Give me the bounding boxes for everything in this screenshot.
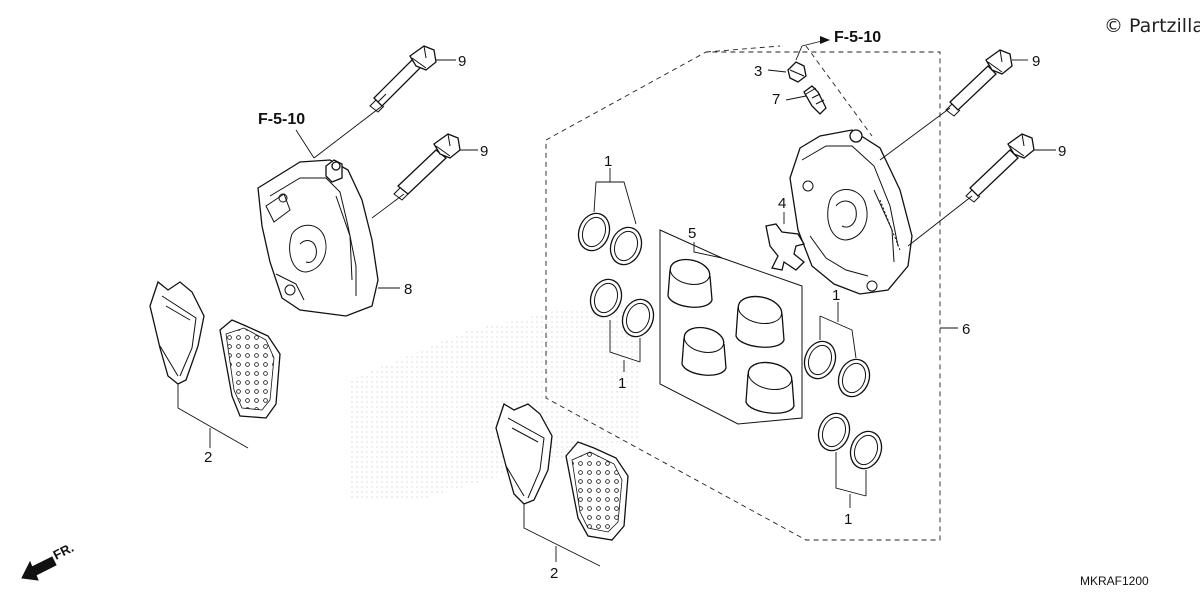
right-caliper-bolt-lower[interactable] — [965, 133, 1035, 203]
right-caliper-bolt-upper[interactable] — [945, 49, 1013, 117]
callout-4[interactable]: 4 — [778, 195, 786, 212]
piston-seals-lower-left[interactable] — [585, 275, 658, 341]
piston-1 — [667, 258, 713, 308]
left-caliper-body[interactable] — [257, 159, 379, 317]
callout-2-left[interactable]: 2 — [204, 449, 212, 466]
callout-7[interactable]: 7 — [772, 91, 780, 108]
callout-2-center[interactable]: 2 — [550, 565, 558, 582]
callout-9-upper-left[interactable]: 9 — [458, 53, 466, 70]
left-brake-pad-backing[interactable] — [149, 280, 205, 385]
left-caliper-bolt-upper[interactable] — [369, 45, 437, 113]
diagram-code: MKRAF1200 — [1080, 574, 1149, 588]
pad-spring[interactable] — [765, 223, 806, 271]
partzilla-watermark: © Partzilla — [1104, 15, 1200, 37]
right-caliper-body[interactable] — [789, 129, 913, 295]
reference-label-right[interactable]: F-5-10 — [834, 29, 881, 46]
piston-3 — [681, 326, 727, 376]
piston-4 — [745, 361, 795, 414]
callout-1-lower-right[interactable]: 1 — [844, 511, 852, 528]
front-direction-arrow: FR. — [21, 540, 76, 581]
piston-seals-lower-right[interactable] — [813, 409, 886, 473]
piston-seals-upper-right[interactable] — [799, 337, 874, 401]
background-stipple — [350, 300, 640, 500]
callout-1-lower-left[interactable]: 1 — [618, 375, 626, 392]
left-caliper-bolt-lower[interactable] — [393, 133, 461, 201]
leader-lines — [177, 36, 1056, 567]
reference-label-left[interactable]: F-5-10 — [258, 111, 305, 128]
callout-3[interactable]: 3 — [754, 63, 762, 80]
callout-9-lower-left[interactable]: 9 — [480, 143, 488, 160]
callout-1-upper-left[interactable]: 1 — [604, 153, 612, 170]
piston-2 — [735, 295, 785, 348]
right-brake-pad-backing[interactable] — [495, 403, 553, 505]
bleeder-screw[interactable] — [803, 85, 827, 115]
front-direction-label: FR. — [51, 540, 76, 563]
callout-5[interactable]: 5 — [688, 225, 696, 242]
callout-6[interactable]: 6 — [962, 321, 970, 338]
bleeder-cap[interactable] — [787, 61, 807, 83]
caliper-assembly-outline — [545, 45, 941, 541]
right-brake-pad-friction[interactable] — [565, 441, 629, 541]
left-brake-pad-friction[interactable] — [219, 319, 281, 419]
piston-seals-upper-left[interactable] — [573, 209, 646, 269]
callout-9-lower-right[interactable]: 9 — [1058, 143, 1066, 160]
callout-1-upper-right[interactable]: 1 — [832, 287, 840, 304]
callout-9-upper-right[interactable]: 9 — [1032, 53, 1040, 70]
callout-8[interactable]: 8 — [404, 281, 412, 298]
